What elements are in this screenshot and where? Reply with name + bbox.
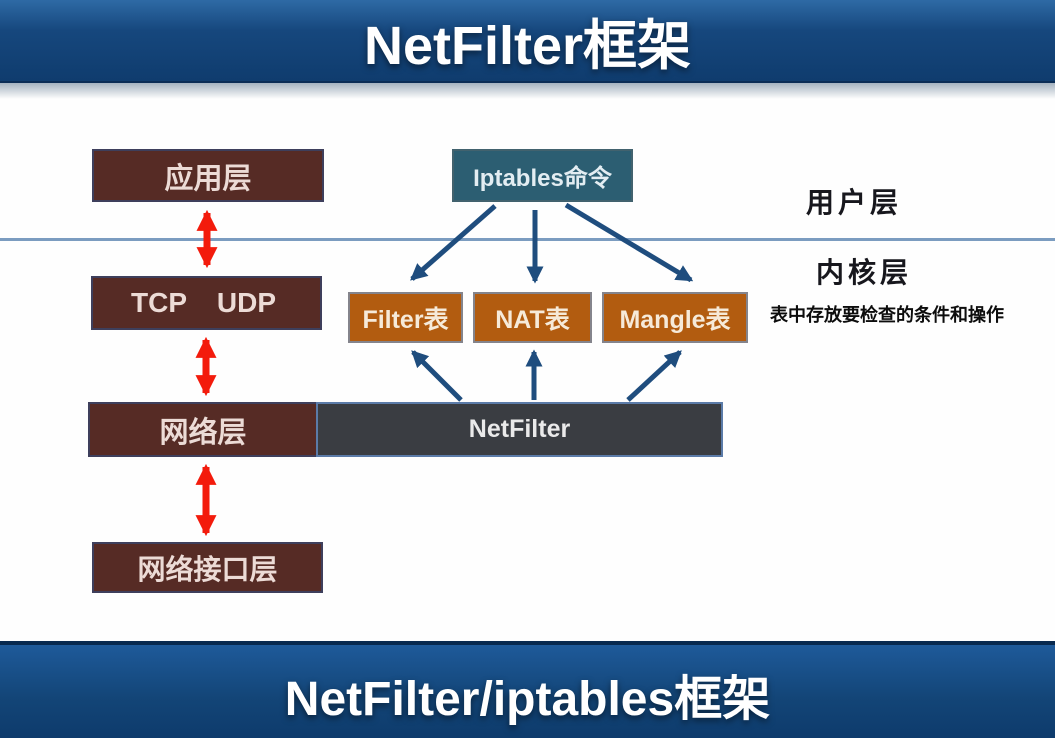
box-iptables-command: Iptables命令 [452, 149, 633, 202]
top-banner-shadow [0, 83, 1055, 99]
box-filter-table: Filter表 [348, 292, 463, 343]
filter-table-label: Filter表 [362, 305, 449, 334]
blue-arrow-iptables-to-mangle [564, 202, 694, 283]
blue-arrow-netfilter-to-mangle [626, 350, 682, 402]
top-banner-title: NetFilter框架 [363, 16, 692, 76]
box-mangle-table: Mangle表 [602, 292, 748, 343]
application-layer-label: 应用层 [164, 162, 252, 195]
network-interface-layer-label: 网络接口层 [137, 553, 278, 585]
box-network-layer: 网络层 [88, 402, 318, 457]
box-tcp-udp: TCP UDP [91, 276, 322, 330]
udp-label: UDP [216, 287, 276, 318]
network-layer-label: 网络层 [159, 416, 247, 449]
blue-arrow-iptables-to-filter [410, 204, 497, 281]
netfilter-label: NetFilter [468, 415, 571, 443]
user-layer-label: 用户层 [806, 187, 903, 218]
table-note-label: 表中存放要检查的条件和操作 [770, 305, 1004, 325]
nat-table-label: NAT表 [495, 305, 570, 334]
kernel-layer-label: 内核层 [816, 257, 913, 288]
user-kernel-divider-line [0, 238, 1055, 241]
blue-arrow-netfilter-to-filter [411, 350, 463, 402]
top-banner: NetFilter框架 [0, 0, 1055, 83]
box-netfilter: NetFilter [316, 402, 723, 457]
bottom-banner: NetFilter/iptables框架 [0, 641, 1055, 738]
bottom-banner-title: NetFilter/iptables框架 [284, 672, 771, 726]
tcp-label: TCP [131, 287, 187, 318]
iptables-command-label: Iptables命令 [473, 165, 612, 192]
mangle-table-label: Mangle表 [619, 305, 731, 334]
box-application-layer: 应用层 [92, 149, 324, 202]
box-nat-table: NAT表 [473, 292, 592, 343]
box-network-interface-layer: 网络接口层 [92, 542, 323, 593]
